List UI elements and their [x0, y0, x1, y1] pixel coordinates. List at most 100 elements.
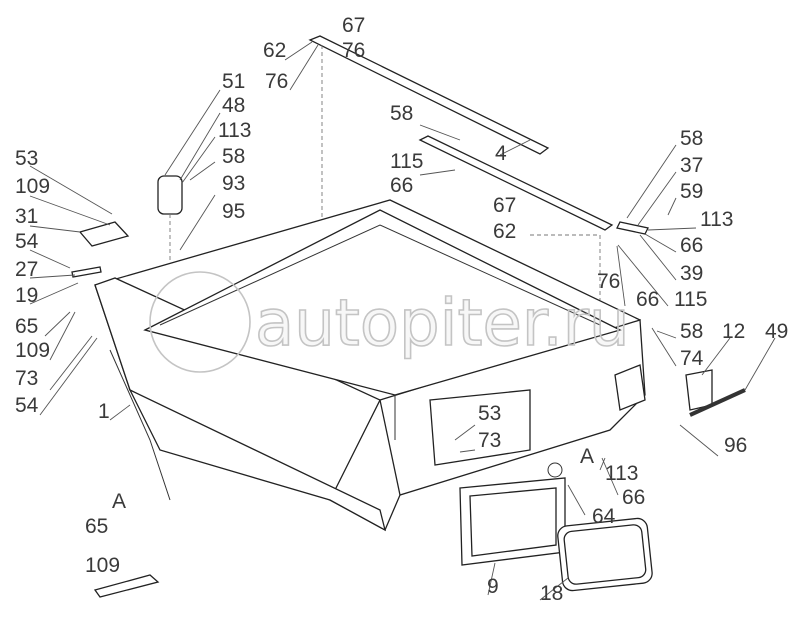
detail-a-marker: A	[112, 490, 126, 513]
leader-line	[617, 244, 669, 307]
callout: 113	[700, 208, 733, 231]
leader-line	[499, 139, 531, 156]
part-31	[78, 221, 130, 247]
callout: 54	[15, 394, 39, 417]
callout: 73	[478, 429, 501, 452]
leader-line	[284, 41, 313, 61]
leader-line	[454, 424, 476, 441]
leader-line	[701, 337, 731, 376]
leader-line	[459, 449, 476, 453]
callout: 66	[390, 174, 413, 197]
part-27	[71, 266, 102, 278]
guide-line	[530, 234, 601, 300]
callout: 54	[15, 230, 39, 253]
leader-line	[539, 577, 569, 601]
callout: 113	[605, 462, 638, 485]
leader-line	[29, 165, 113, 215]
leader-line	[49, 311, 76, 361]
callout: 59	[680, 180, 703, 203]
callout: 109	[15, 175, 50, 198]
watermark: autopiter.ru	[149, 271, 630, 373]
detail-a-circle	[547, 462, 563, 478]
leader-line	[181, 136, 216, 184]
callout: 67	[342, 14, 365, 37]
leader-line	[679, 424, 719, 457]
leader-line	[639, 234, 677, 281]
part-51	[157, 175, 183, 215]
callout: 76	[342, 39, 365, 62]
detail-a-marker: A	[580, 445, 594, 468]
callout: 53	[478, 402, 501, 425]
leader-line	[667, 197, 677, 216]
callout: 27	[15, 258, 38, 281]
leader-line	[647, 227, 697, 231]
leader-line	[29, 195, 111, 226]
leader-line	[637, 171, 677, 226]
leader-line	[29, 282, 79, 305]
callout: 66	[636, 288, 659, 311]
callout: 93	[222, 172, 245, 195]
leader-line	[644, 233, 677, 253]
leader-line	[616, 245, 626, 307]
callout: 58	[680, 127, 703, 150]
callout: 73	[15, 367, 38, 390]
part-49	[689, 388, 746, 417]
leader-line	[419, 124, 461, 141]
callout: 58	[680, 320, 703, 343]
leader-line	[164, 89, 221, 176]
callout: 66	[622, 486, 645, 509]
callout: 74	[680, 347, 704, 370]
callout: 76	[265, 70, 288, 93]
callout: 53	[15, 147, 38, 170]
callout: 18	[540, 582, 563, 605]
callout: 19	[15, 284, 38, 307]
leader-line	[419, 169, 456, 176]
watermark-text: autopiter.ru	[255, 287, 630, 361]
leader-line	[39, 337, 98, 416]
callout: 58	[390, 102, 413, 125]
callout: 65	[15, 315, 38, 338]
leader-line	[29, 225, 81, 233]
callout: 64	[592, 505, 616, 528]
leader-line	[289, 44, 319, 91]
leader-line	[567, 484, 586, 516]
callout: 39	[680, 262, 703, 285]
callout: 4	[495, 142, 507, 165]
part-12	[685, 369, 713, 411]
leader-line	[109, 404, 131, 421]
callout: 58	[222, 145, 245, 168]
leader-line	[487, 562, 496, 596]
leader-line	[626, 144, 677, 219]
leader-line	[29, 274, 76, 279]
callout: 66	[680, 234, 703, 257]
leader-lines	[29, 41, 776, 601]
leader-line	[651, 327, 677, 367]
leader-line	[656, 330, 677, 339]
callout: 96	[724, 434, 747, 457]
callout: 115	[390, 150, 423, 173]
callout: 62	[263, 39, 286, 62]
leader-line	[179, 112, 221, 181]
callout: 109	[85, 554, 120, 577]
callout: 48	[222, 94, 245, 117]
callout: 9	[487, 575, 499, 598]
callout: 37	[680, 154, 703, 177]
callout: 31	[15, 205, 38, 228]
leader-line	[744, 337, 776, 391]
callout: 95	[222, 200, 245, 223]
detail-a	[93, 574, 160, 598]
leader-line	[599, 457, 606, 471]
leader-line	[601, 457, 619, 496]
leader-line	[29, 249, 71, 269]
leader-line	[49, 335, 93, 391]
leader-line	[44, 311, 71, 337]
callout: 65	[85, 515, 108, 538]
leader-line	[179, 194, 216, 251]
callout: 76	[597, 270, 620, 293]
beam-4	[308, 35, 649, 235]
callout: 62	[493, 220, 516, 243]
callout: 115	[674, 288, 707, 311]
